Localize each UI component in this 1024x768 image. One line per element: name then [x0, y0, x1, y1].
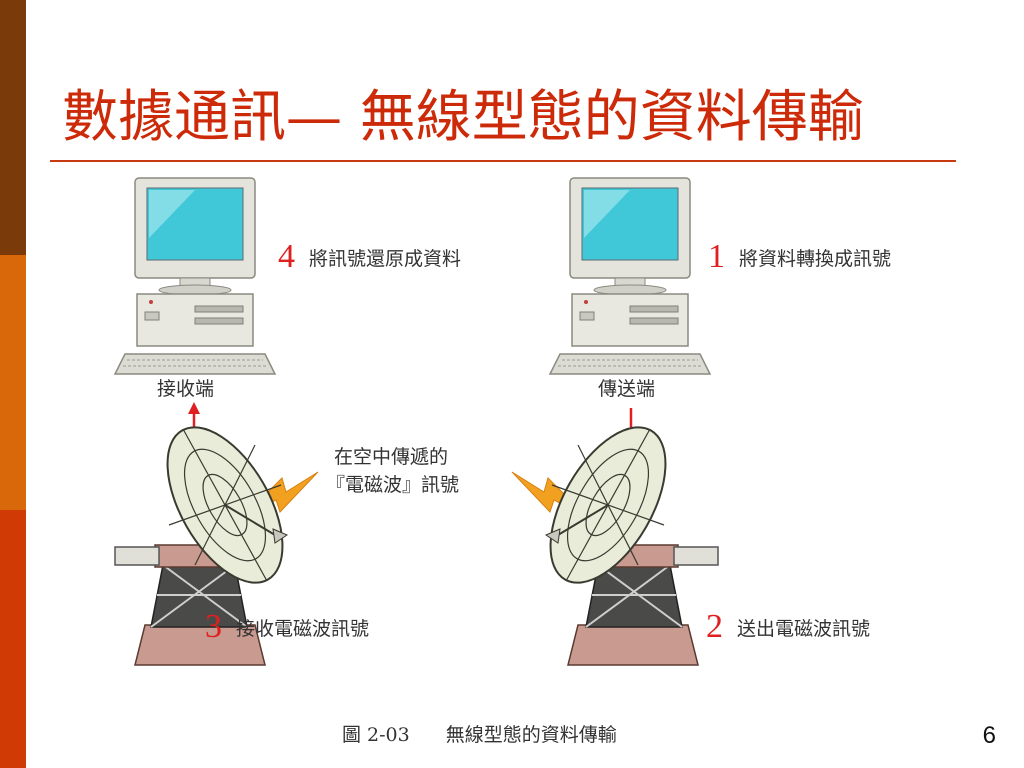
- figure-caption: 圖 2-03 無線型態的資料傳輸: [342, 720, 617, 747]
- sender-label: 傳送端: [598, 378, 656, 400]
- slide-title: 數據通訊— 無線型態的資料傳輸: [62, 85, 864, 150]
- side-band-top: [0, 0, 26, 255]
- step-2-text: 送出電磁波訊號: [737, 617, 871, 640]
- receiver-computer: [114, 177, 276, 375]
- step-4-number: 4: [278, 238, 295, 275]
- page-number: 6: [982, 722, 996, 749]
- step-4-text: 將訊號還原成資料: [309, 247, 462, 270]
- step-3-text: 接收電磁波訊號: [236, 617, 370, 640]
- receiver-label: 接收端: [157, 378, 215, 400]
- signal-label-line1: 在空中傳遞的: [334, 446, 449, 468]
- title-underline: [50, 160, 956, 162]
- figure-caption-text: 無線型態的資料傳輸: [445, 724, 617, 746]
- step-1-label: 1 將資料轉換成訊號: [708, 240, 891, 274]
- side-band-bottom: [0, 510, 26, 768]
- step-2-number: 2: [706, 608, 723, 645]
- figure-number: 圖 2-03: [342, 724, 410, 746]
- step-1-text: 將資料轉換成訊號: [739, 247, 892, 270]
- step-3-label: 3 接收電磁波訊號: [205, 610, 369, 644]
- step-3-number: 3: [205, 608, 222, 645]
- side-band-middle: [0, 255, 26, 510]
- signal-label-line2: 『電磁波』訊號: [326, 474, 460, 496]
- sender-computer: [549, 177, 711, 375]
- step-4-label: 4 將訊號還原成資料: [278, 240, 461, 274]
- sending-dish: [525, 407, 719, 666]
- step-1-number: 1: [708, 238, 725, 275]
- step-2-label: 2 送出電磁波訊號: [706, 610, 870, 644]
